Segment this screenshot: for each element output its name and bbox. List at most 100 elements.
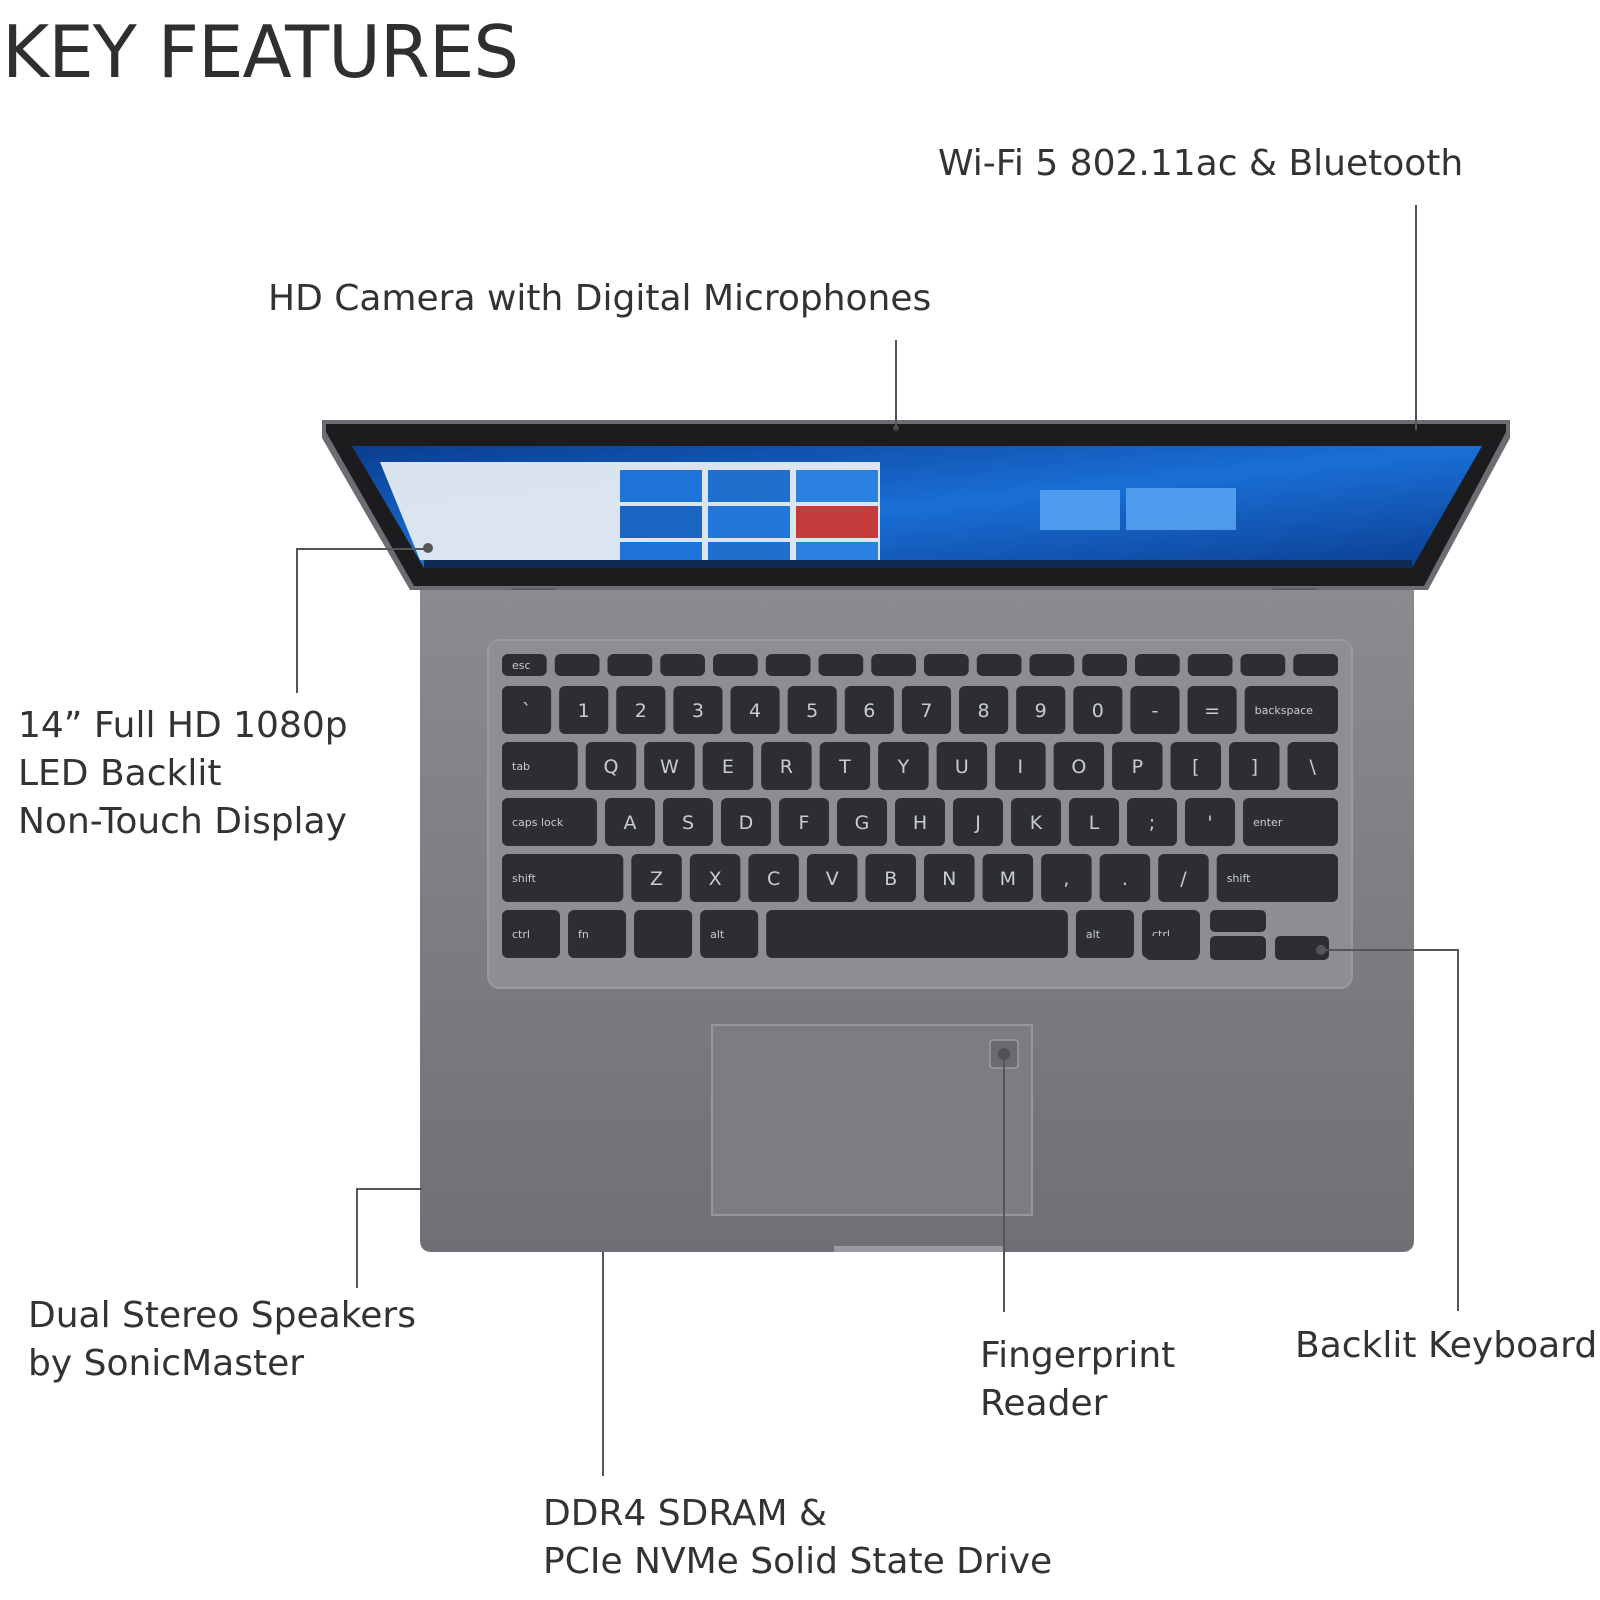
key xyxy=(844,686,894,734)
key-label: shift xyxy=(512,872,536,885)
key xyxy=(673,686,723,734)
leader-display-dot xyxy=(423,543,433,553)
key xyxy=(818,654,864,676)
key-label: C xyxy=(767,868,780,890)
key xyxy=(766,910,1068,958)
key xyxy=(1073,686,1123,734)
leader-keyboard-v xyxy=(1457,949,1459,1311)
label-fingerprint: Fingerprint Reader xyxy=(980,1332,1175,1428)
label-speakers-line2: by SonicMaster xyxy=(28,1343,305,1384)
label-display: 14” Full HD 1080p LED Backlit Non-Touch … xyxy=(18,702,348,846)
arrow-key xyxy=(1210,936,1266,960)
arrow-key xyxy=(1275,936,1329,960)
key-label: shift xyxy=(1227,872,1251,885)
leader-display-h xyxy=(296,548,426,550)
key xyxy=(976,654,1022,676)
key-label: W xyxy=(660,756,679,778)
label-display-line3: Non-Touch Display xyxy=(18,801,347,842)
taskbar xyxy=(424,560,1412,568)
key xyxy=(1112,742,1163,790)
key xyxy=(765,654,811,676)
leader-speakers-h xyxy=(356,1188,422,1190)
key xyxy=(502,686,552,734)
key xyxy=(837,798,887,846)
key xyxy=(924,654,969,676)
leader-camera xyxy=(895,340,897,428)
key xyxy=(1216,854,1338,902)
key xyxy=(1069,798,1119,846)
key-label: K xyxy=(1030,812,1043,834)
key xyxy=(502,854,624,902)
key xyxy=(634,910,693,958)
key xyxy=(1135,654,1180,676)
key xyxy=(1187,654,1233,676)
key xyxy=(644,742,695,790)
key xyxy=(631,854,682,902)
key xyxy=(878,742,929,790)
key-label: \ xyxy=(1310,756,1317,778)
key-label: V xyxy=(826,868,839,890)
key xyxy=(1075,910,1134,958)
key-label: ; xyxy=(1149,812,1155,834)
key xyxy=(1229,742,1280,790)
windows-logo xyxy=(1040,488,1236,530)
label-camera: HD Camera with Digital Microphones xyxy=(268,278,932,319)
key xyxy=(502,798,597,846)
label-wifi: Wi-Fi 5 802.11ac & Bluetooth xyxy=(938,143,1464,184)
key xyxy=(787,686,837,734)
key xyxy=(761,742,812,790)
key xyxy=(1127,798,1177,846)
label-fingerprint-line2: Reader xyxy=(980,1383,1108,1424)
leader-fingerprint xyxy=(1003,1060,1005,1312)
key-label: = xyxy=(1204,700,1220,722)
key xyxy=(700,910,759,958)
key-label: R xyxy=(780,756,793,778)
key xyxy=(713,654,758,676)
key-label: P xyxy=(1132,756,1143,778)
key-label: S xyxy=(682,812,694,834)
key-label: 2 xyxy=(635,700,647,722)
key-label: tab xyxy=(512,760,530,773)
key-label: J xyxy=(974,812,981,834)
key xyxy=(895,798,945,846)
key xyxy=(616,686,666,734)
key-label: 5 xyxy=(806,700,818,722)
key-label: 9 xyxy=(1035,700,1047,722)
key xyxy=(748,854,799,902)
laptop-lid xyxy=(322,420,1510,590)
leader-display-v xyxy=(296,548,298,693)
leader-memory xyxy=(602,1252,604,1476)
key xyxy=(730,686,780,734)
key xyxy=(1130,686,1180,734)
key-label: ctrl xyxy=(512,928,530,941)
key-label: ' xyxy=(1207,812,1212,834)
key xyxy=(1158,854,1209,902)
key xyxy=(1293,654,1338,676)
key-label: esc xyxy=(512,659,531,672)
key xyxy=(721,798,771,846)
key-label: caps lock xyxy=(512,816,564,829)
key xyxy=(1053,742,1105,790)
key-label: alt xyxy=(710,928,725,941)
arrow-key xyxy=(1145,936,1199,960)
key-label: U xyxy=(955,756,969,778)
key-label: G xyxy=(855,812,870,834)
label-speakers-line1: Dual Stereo Speakers xyxy=(28,1295,416,1336)
key xyxy=(568,910,627,958)
key xyxy=(1244,686,1338,734)
key xyxy=(1082,654,1127,676)
label-display-line2: LED Backlit xyxy=(18,753,222,794)
key-label: Y xyxy=(897,756,910,778)
label-display-line1: 14” Full HD 1080p xyxy=(18,705,348,746)
key-label: Q xyxy=(603,756,618,778)
key xyxy=(959,686,1009,734)
key xyxy=(502,654,547,676)
key xyxy=(1029,654,1075,676)
key xyxy=(689,854,741,902)
key xyxy=(819,742,871,790)
key xyxy=(936,742,988,790)
key-label: I xyxy=(1018,756,1024,778)
key xyxy=(1099,854,1151,902)
page-title: KEY FEATURES xyxy=(2,10,519,94)
